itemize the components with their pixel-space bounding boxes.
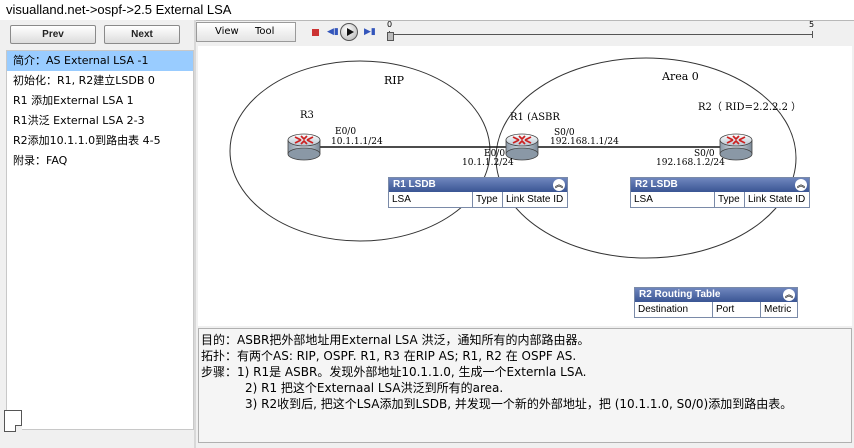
menu-item-add-lsa[interactable]: R1 添加External LSA 1 [13, 94, 134, 107]
menu-item-init[interactable]: 初始化：R1, R2建立LSDB 0 [13, 74, 155, 87]
column-header: Type [473, 192, 503, 207]
collapse-icon[interactable]: ︽ [553, 179, 565, 191]
r1-e0-iface-label: E0/0 [484, 149, 505, 159]
network-diagram: RIP Area 0 R3 E0/0 10.1.1.1/24 R1 (ASBR … [229, 57, 801, 259]
area0-label: Area 0 [661, 70, 699, 83]
stop-icon[interactable] [312, 29, 319, 36]
r1-label: R1 (ASBR [510, 112, 560, 123]
rip-label: RIP [384, 74, 405, 87]
timeline-track [389, 34, 813, 35]
column-header: Metric [764, 304, 792, 315]
column-header: Port [713, 302, 761, 317]
tool-menu[interactable]: Tool [255, 26, 275, 37]
collapse-icon[interactable]: ︽ [795, 179, 807, 191]
diagram-stage: RIP Area 0 R3 E0/0 10.1.1.1/24 R1 (ASBR … [198, 46, 852, 326]
timeline-tick [812, 31, 813, 38]
timeline-slider[interactable]: 0 5 [387, 20, 814, 41]
router-r1-icon[interactable] [505, 133, 539, 161]
r2-lsdb-panel: R2 LSDB ︽ LSA Type Link State ID [630, 177, 810, 208]
router-r3-icon[interactable] [287, 133, 321, 161]
r2-routing-columns: Destination Port Metric [635, 302, 797, 317]
timeline-end-label: 5 [809, 20, 815, 29]
document-icon[interactable] [4, 410, 22, 432]
collapse-icon[interactable]: ︽ [783, 289, 795, 301]
column-header: Link State ID [748, 194, 806, 205]
r2-label: R2（ RID=2.2.2.2 ） [698, 101, 801, 113]
column-header: Destination [635, 302, 713, 317]
r2-ip-label: 192.168.1.2/24 [656, 158, 725, 168]
r1-lsdb-title: R1 LSDB [393, 179, 436, 190]
r2-routing-header[interactable]: R2 Routing Table ︽ [635, 288, 797, 302]
view-menu[interactable]: View [215, 26, 239, 37]
description-step-3: 3) R2收到后, 把这个LSA添加到LSDB, 并发现一个新的外部地址，把 (… [245, 397, 793, 411]
view-toolbar: View Tool [196, 22, 296, 42]
window-title: visualland.net->ospf->2.5 External LSA [0, 0, 854, 20]
column-header: LSA [389, 192, 473, 207]
r1-lsdb-columns: LSA Type Link State ID [389, 192, 567, 207]
description-step-2: 2) R1 把这个Externaal LSA洪泛到所有的area. [245, 381, 504, 395]
rip-as-region [229, 60, 491, 242]
prev-button[interactable]: Prev [10, 25, 96, 44]
description-topology: 拓扑：有两个AS: RIP, OSPF. R1, R3 在RIP AS; R1,… [201, 349, 577, 363]
r3-label: R3 [300, 110, 314, 121]
description-step-1: 步骤：1) R1是 ASBR。发现外部地址10.1.1.0, 生成一个Exter… [201, 365, 587, 379]
menu-item-faq[interactable]: 附录：FAQ [13, 154, 68, 167]
column-header: Type [715, 192, 745, 207]
description-purpose: 目的：ASBR把外部地址用External LSA 洪泛，通知所有的内部路由器。 [201, 333, 590, 347]
r1-s0-ip-label: 192.168.1.1/24 [550, 137, 619, 147]
r1-lsdb-header[interactable]: R1 LSDB ︽ [389, 178, 567, 192]
r2-lsdb-title: R2 LSDB [635, 179, 678, 190]
menu-item-intro[interactable]: 简介：AS External LSA -1 [7, 51, 193, 71]
r2-routing-title: R2 Routing Table [639, 289, 721, 300]
router-r2-icon[interactable] [719, 133, 753, 161]
column-header: Link State ID [506, 194, 564, 205]
r3-iface-label: E0/0 [335, 127, 356, 137]
lesson-menu: 简介：AS External LSA -1 初始化：R1, R2建立LSDB 0… [6, 50, 194, 430]
r3-ip-label: 10.1.1.1/24 [331, 137, 383, 147]
menu-item-flood[interactable]: R1洪泛 External LSA 2-3 [13, 114, 145, 127]
r2-lsdb-columns: LSA Type Link State ID [631, 192, 809, 207]
r2-routing-table-panel: R2 Routing Table ︽ Destination Port Metr… [634, 287, 798, 318]
column-header: LSA [631, 192, 715, 207]
panel-divider [194, 20, 196, 448]
timeline-thumb[interactable] [387, 32, 394, 41]
r1-lsdb-panel: R1 LSDB ︽ LSA Type Link State ID [388, 177, 568, 208]
player-controls: ◀▮ ▶▮ [306, 22, 386, 44]
timeline-start-label: 0 [387, 20, 393, 29]
menu-item-route[interactable]: R2添加10.1.1.0到路由表 4-5 [13, 134, 161, 147]
play-icon[interactable] [340, 23, 358, 41]
r1-e0-ip-label: 10.1.1.2/24 [462, 158, 514, 168]
step-back-icon[interactable]: ◀▮ [327, 27, 339, 37]
r2-iface-label: S0/0 [694, 149, 715, 159]
nav-bar: Prev Next [0, 20, 194, 48]
step-forward-icon[interactable]: ▶▮ [364, 27, 376, 37]
r1-s0-iface-label: S0/0 [554, 128, 575, 138]
r2-lsdb-header[interactable]: R2 LSDB ︽ [631, 178, 809, 192]
area0-region [495, 57, 797, 259]
next-button[interactable]: Next [104, 25, 180, 44]
description-panel: 目的：ASBR把外部地址用External LSA 洪泛，通知所有的内部路由器。… [198, 328, 852, 443]
